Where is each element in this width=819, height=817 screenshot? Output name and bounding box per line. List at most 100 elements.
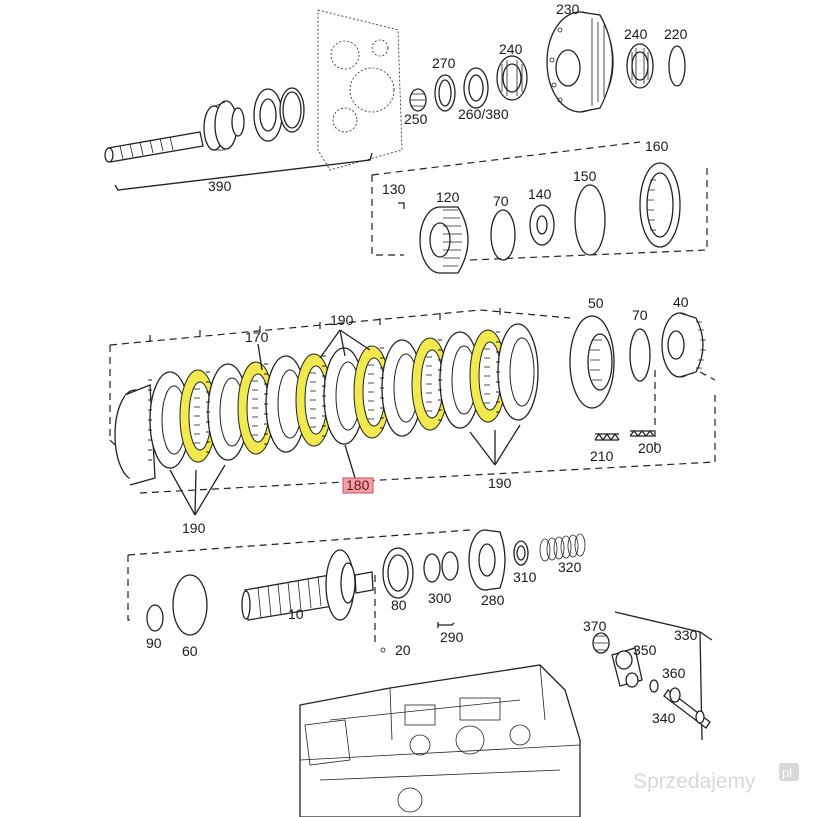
- label-60: 60: [182, 643, 198, 659]
- steel-plate: [496, 323, 539, 421]
- label-190-top: 190: [330, 312, 354, 328]
- washer-260-380: [463, 67, 489, 109]
- ring-80: [382, 547, 414, 599]
- gear-120: [419, 206, 469, 274]
- label-160: 160: [645, 138, 669, 154]
- bearing-250: [409, 88, 427, 112]
- label-300: 300: [428, 590, 452, 606]
- watermark: Sprzedajemy pl: [633, 763, 799, 793]
- shaft-10: [241, 549, 374, 621]
- ring-360: [649, 679, 659, 693]
- label-310: 310: [513, 569, 537, 585]
- label-320: 320: [558, 559, 582, 575]
- plate-50: [569, 315, 615, 409]
- label-40: 40: [673, 294, 689, 310]
- ring-70-top: [490, 209, 516, 261]
- steel-plate: [264, 355, 307, 453]
- clutch-pack-group: [109, 308, 716, 516]
- label-370: 370: [583, 618, 607, 634]
- label-290: 290: [440, 629, 464, 645]
- friction-plate: [469, 329, 507, 423]
- snap-ring-220: [668, 45, 686, 87]
- label-80: 80: [391, 597, 407, 613]
- watermark-badge-text: pl: [782, 765, 792, 780]
- hub-40: [661, 312, 706, 378]
- ring-270: [434, 74, 456, 112]
- label-170: 170: [245, 329, 269, 345]
- steel-plate: [148, 371, 191, 469]
- label-70-mid: 70: [632, 307, 648, 323]
- label-190-left: 190: [182, 520, 206, 536]
- label-140: 140: [528, 186, 552, 202]
- steel-plate: [438, 331, 481, 429]
- disc-160: [639, 162, 681, 248]
- ring-300-a: [423, 553, 441, 583]
- washer-140: [529, 204, 555, 246]
- label-10: 10: [288, 606, 304, 622]
- label-340: 340: [652, 710, 676, 726]
- label-180: 180: [346, 477, 370, 493]
- housing-plate-top: [317, 9, 403, 171]
- gear-370: [592, 632, 610, 654]
- label-360: 360: [662, 665, 686, 681]
- clutch-plates: [148, 323, 539, 469]
- label-250: 250: [404, 111, 428, 127]
- piston-280: [468, 529, 506, 591]
- ring-300-b: [441, 551, 459, 581]
- label-390: 390: [208, 178, 232, 194]
- ring-310: [513, 540, 529, 566]
- pin-290: [437, 622, 455, 628]
- gear-120-group: [371, 141, 708, 274]
- clutch-hub-left: [114, 384, 156, 486]
- watermark-badge: [779, 763, 799, 781]
- output-shaft-group: [127, 529, 586, 653]
- valve-stem-340: [663, 687, 711, 729]
- key-130: [398, 202, 405, 209]
- bearing-240-left: [496, 55, 528, 101]
- label-180-highlight: [342, 477, 374, 494]
- clutch-drum-230: [546, 11, 614, 113]
- label-220: 220: [664, 26, 688, 42]
- spring-320: [539, 533, 586, 562]
- friction-plate: [237, 361, 275, 455]
- snap-ring-90: [146, 604, 164, 632]
- bearing-near-390: [253, 87, 305, 142]
- ring-150: [574, 184, 606, 256]
- label-50: 50: [588, 295, 604, 311]
- top-shaft-group: [104, 9, 686, 191]
- bearing-240-right: [626, 43, 654, 89]
- label-130: 130: [382, 181, 406, 197]
- friction-plate: [353, 345, 391, 439]
- label-200: 200: [638, 440, 662, 456]
- label-260-380: 260/380: [458, 106, 509, 122]
- label-210: 210: [590, 448, 614, 464]
- label-20: 20: [395, 642, 411, 658]
- valve-body-350: [611, 647, 643, 688]
- shaft-390: [104, 100, 245, 163]
- steel-plate: [380, 339, 423, 437]
- spring-210: [594, 432, 620, 442]
- steel-plate: [206, 363, 249, 461]
- part-labels: 230 240 240 220 270 250 260/380 390 160 …: [146, 1, 698, 726]
- label-190-right: 190: [488, 475, 512, 491]
- label-270: 270: [432, 55, 456, 71]
- label-350: 350: [633, 642, 657, 658]
- ring-70-mid: [629, 328, 651, 382]
- spring-200: [629, 429, 655, 438]
- watermark-text: Sprzedajemy: [633, 770, 756, 793]
- valve-group: [592, 611, 713, 741]
- label-280: 280: [481, 592, 505, 608]
- pin-20: [380, 647, 386, 653]
- label-230: 230: [556, 1, 580, 17]
- ring-60: [172, 574, 208, 636]
- label-120: 120: [436, 189, 460, 205]
- label-150: 150: [573, 168, 597, 184]
- label-240-left: 240: [499, 41, 523, 57]
- steel-plate: [322, 347, 365, 445]
- housing-bottom: [299, 664, 581, 817]
- label-90: 90: [146, 635, 162, 651]
- label-70-top: 70: [493, 193, 509, 209]
- label-240-right: 240: [624, 26, 648, 42]
- label-330: 330: [674, 627, 698, 643]
